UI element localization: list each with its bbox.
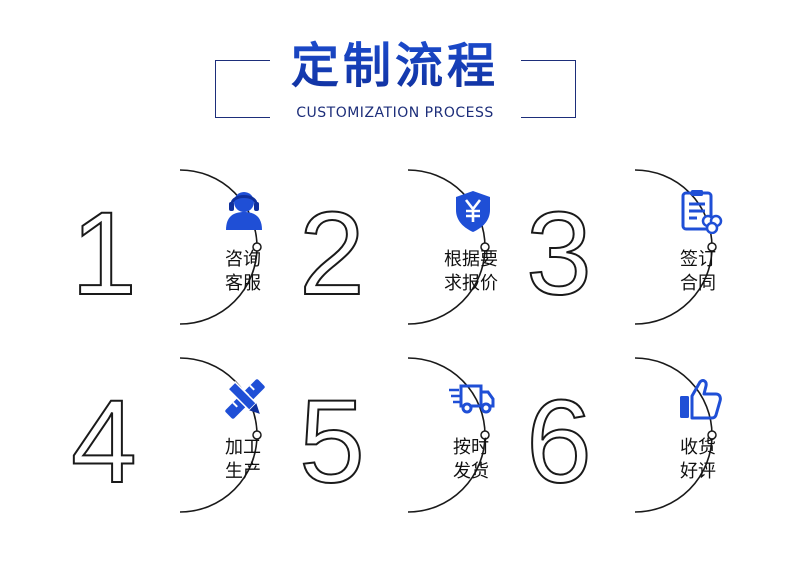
step-label-line1: 收货 bbox=[680, 437, 716, 458]
step-label: 收货 好评 bbox=[653, 436, 743, 484]
process-step-4: 4 加工 生产 bbox=[70, 350, 300, 520]
step-number: 6 bbox=[526, 376, 592, 508]
step-label-line1: 加工 bbox=[225, 437, 261, 458]
step-label-line1: 咨询 bbox=[225, 249, 261, 270]
step-label: 按时 发货 bbox=[426, 436, 516, 484]
step-frame: 1 bbox=[70, 169, 262, 325]
contract-icon bbox=[681, 190, 723, 234]
step-label: 签订 合同 bbox=[653, 248, 743, 296]
step-frame: 5 bbox=[298, 357, 490, 513]
step-number: 3 bbox=[526, 188, 592, 320]
process-step-6: 6 收货 好评 bbox=[525, 350, 755, 520]
step-number: 1 bbox=[71, 188, 137, 320]
title-bracket-left bbox=[215, 60, 270, 118]
step-label: 咨询 客服 bbox=[198, 248, 288, 296]
delivery-truck-icon bbox=[449, 384, 495, 414]
step-label-line2: 客服 bbox=[225, 273, 261, 294]
step-label-line2: 发货 bbox=[453, 461, 489, 482]
step-label-line1: 按时 bbox=[453, 437, 489, 458]
step-frame: 2 bbox=[298, 169, 490, 325]
step-number: 2 bbox=[299, 188, 365, 320]
thumbs-up-icon bbox=[680, 379, 722, 420]
step-frame: 4 bbox=[70, 357, 262, 513]
step-label-line2: 合同 bbox=[680, 273, 716, 294]
process-step-1: 1 咨询 客服 bbox=[70, 162, 300, 332]
yuan-shield-icon bbox=[456, 191, 490, 232]
step-label-line2: 生产 bbox=[225, 461, 261, 482]
title-bracket-right bbox=[521, 60, 576, 118]
step-number: 5 bbox=[299, 376, 365, 508]
step-label-line1: 根据要 bbox=[444, 249, 498, 270]
process-step-3: 3 签订 合同 bbox=[525, 162, 755, 332]
step-label-line1: 签订 bbox=[680, 249, 716, 270]
step-label-line2: 求报价 bbox=[444, 273, 498, 294]
step-frame: 3 bbox=[525, 169, 717, 325]
step-label: 加工 生产 bbox=[198, 436, 288, 484]
step-frame: 6 bbox=[525, 357, 717, 513]
process-step-2: 2 根据要 求报价 bbox=[298, 162, 528, 332]
step-label: 根据要 求报价 bbox=[426, 248, 516, 296]
step-label-line2: 好评 bbox=[680, 461, 716, 482]
customer-service-icon bbox=[226, 192, 262, 230]
page-title: 定制流程 bbox=[0, 26, 790, 96]
page-subtitle: CUSTOMIZATION PROCESS bbox=[296, 105, 494, 121]
step-number: 4 bbox=[71, 376, 137, 508]
process-step-5: 5 按时 发货 bbox=[298, 350, 528, 520]
pencil-ruler-icon bbox=[225, 379, 265, 419]
